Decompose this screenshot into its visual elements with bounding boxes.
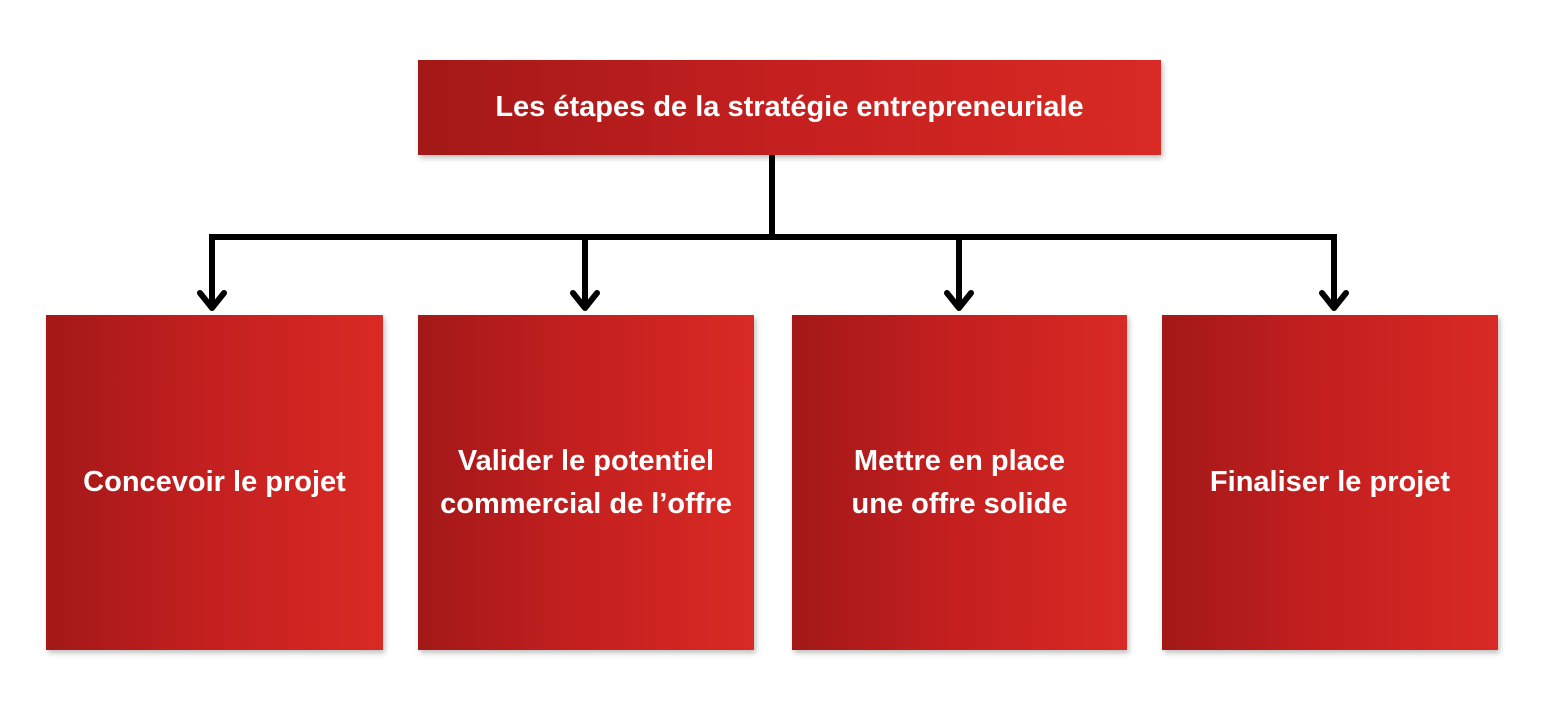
arrowhead-3 [944,290,974,311]
step-node-1-label: Concevoir le projet [83,466,346,498]
step-node-2-label: Valider le potentiel commercial de l’off… [440,444,732,520]
step-node-4: Finaliser le projet [1162,315,1498,650]
step-node-4-label: Finaliser le projet [1209,466,1451,498]
step-node-3: Mettre en place une offre solide [792,315,1127,650]
root-node-label: Les étapes de la stratégie entrepreneuri… [495,91,1084,123]
root-node: Les étapes de la stratégie entrepreneuri… [418,60,1161,155]
arrowhead-1 [197,290,227,311]
step-node-1: Concevoir le projet [46,315,383,650]
step-node-2: Valider le potentiel commercial de l’off… [418,315,754,650]
step-node-3-label: Mettre en place une offre solide [851,444,1068,520]
arrowhead-4 [1319,290,1349,311]
arrowhead-2 [570,290,600,311]
